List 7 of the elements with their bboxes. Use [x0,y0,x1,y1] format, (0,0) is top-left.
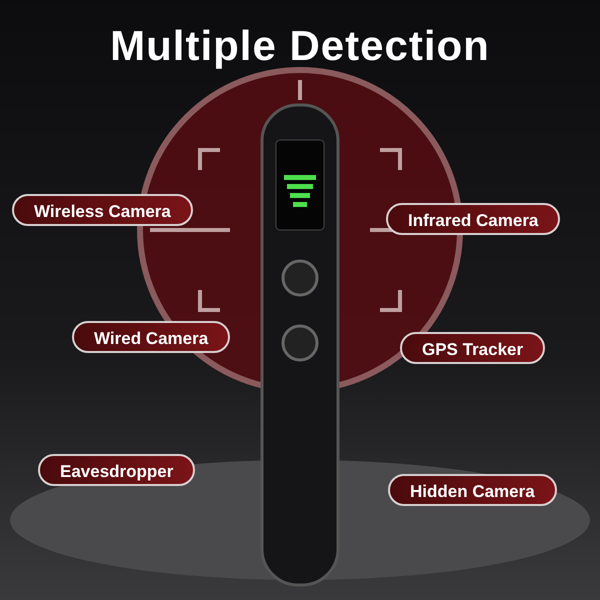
detection-label: Infrared Camera [386,203,560,235]
detection-label: GPS Tracker [400,332,546,364]
title: Multiple Detection [109,22,491,70]
detection-label: Eavesdropper [38,454,196,486]
detection-label: Wireless Camera [12,194,193,226]
detection-label: Hidden Camera [388,474,557,506]
detection-label: Wired Camera [72,321,230,353]
